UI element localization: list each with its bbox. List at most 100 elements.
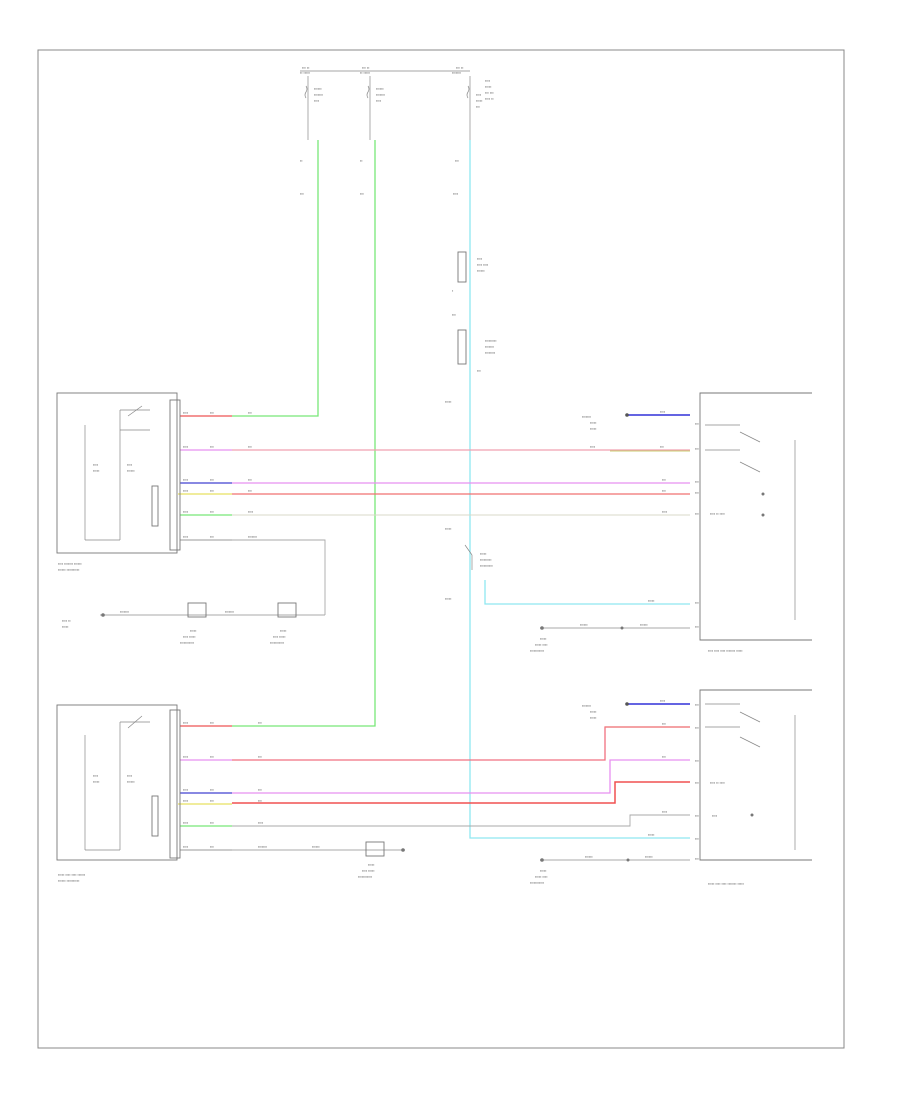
svg-text:▪▪▪▪▪: ▪▪▪▪▪: [445, 400, 451, 404]
svg-text:▪▪▪▪▪: ▪▪▪▪▪: [368, 863, 374, 867]
svg-text:▪▪▪: ▪▪▪: [210, 510, 214, 514]
svg-text:▪▪▪▪: ▪▪▪▪: [258, 821, 263, 825]
svg-text:▪▪▪: ▪▪▪: [695, 814, 699, 818]
svg-text:▪▪▪▪▪▪▪: ▪▪▪▪▪▪▪: [582, 704, 591, 708]
svg-text:▪▪▪▪: ▪▪▪▪: [127, 774, 132, 778]
left-module-pin-colors: [180, 415, 232, 541]
svg-text:▪▪▪: ▪▪▪: [248, 478, 252, 482]
svg-text:▪▪▪ ▪▪: ▪▪▪ ▪▪: [362, 66, 369, 70]
svg-text:▪▪▪▪▪: ▪▪▪▪▪: [190, 629, 196, 633]
svg-text:▪: ▪: [452, 289, 453, 293]
svg-text:▪▪: ▪▪: [360, 159, 363, 163]
svg-text:▪▪▪▪▪▪▪: ▪▪▪▪▪▪▪: [582, 415, 591, 419]
svg-text:▪▪▪: ▪▪▪: [210, 411, 214, 415]
svg-text:▪▪▪▪▪▪: ▪▪▪▪▪▪: [314, 87, 322, 91]
wire-cyan: [469, 140, 690, 839]
svg-text:▪▪▪: ▪▪▪: [662, 478, 666, 482]
svg-text:▪▪▪▪▪: ▪▪▪▪▪: [485, 85, 491, 89]
svg-text:▪▪▪▪ ▪▪▪▪▪: ▪▪▪▪ ▪▪▪▪▪: [273, 635, 285, 639]
svg-text:▪▪▪▪▪: ▪▪▪▪▪: [445, 527, 451, 531]
svg-text:▪▪▪▪▪: ▪▪▪▪▪: [590, 427, 596, 431]
svg-text:▪▪▪▪▪: ▪▪▪▪▪: [476, 99, 482, 103]
wire-cyan-left-switch: [484, 580, 690, 605]
svg-text:▪▪▪▪▪ ▪▪▪▪ ▪▪▪▪ ▪▪▪▪▪▪: ▪▪▪▪▪ ▪▪▪▪ ▪▪▪▪ ▪▪▪▪▪▪: [58, 873, 85, 877]
svg-text:▪▪▪▪: ▪▪▪▪: [376, 99, 381, 103]
wire-gray-left-ground: [232, 539, 326, 615]
svg-text:▪▪▪▪▪▪▪: ▪▪▪▪▪▪▪: [248, 535, 257, 539]
svg-text:▪▪▪▪: ▪▪▪▪: [183, 478, 188, 482]
svg-text:▪▪▪▪: ▪▪▪▪: [183, 799, 188, 803]
svg-text:▪▪▪▪▪▪: ▪▪▪▪▪▪: [477, 269, 485, 273]
svg-text:▪▪▪: ▪▪▪: [258, 788, 262, 792]
svg-text:▪▪▪▪: ▪▪▪▪: [183, 411, 188, 415]
wire-magenta-right: [232, 759, 690, 794]
svg-text:▪▪▪▪▪▪▪: ▪▪▪▪▪▪▪: [376, 93, 385, 97]
right-module-pin-colors: [180, 725, 232, 851]
wire-red-right: [232, 781, 690, 804]
svg-text:▪▪: ▪▪: [300, 159, 303, 163]
svg-text:▪▪▪▪▪: ▪▪▪▪▪: [445, 597, 451, 601]
svg-text:▪▪▪: ▪▪▪: [662, 489, 666, 493]
right-ground-chain: ▪▪▪▪▪▪ ▪▪▪▪▪ ▪▪▪▪ ▪▪▪▪▪ ▪▪▪▪▪▪▪▪▪▪▪: [232, 841, 405, 879]
svg-text:▪▪▪▪▪: ▪▪▪▪▪: [93, 780, 99, 784]
right-heater-module: ▪▪▪▪ ▪▪▪▪▪ ▪▪▪▪ ▪▪▪ ▪▪▪ ▪▪▪▪▪ ▪▪▪▪ ▪▪▪▪ ▪…: [56, 704, 267, 883]
svg-text:▪▪▪: ▪▪▪: [695, 703, 699, 707]
svg-text:▪▪▪▪: ▪▪▪▪: [183, 788, 188, 792]
svg-text:▪▪▪▪▪ ▪▪▪▪: ▪▪▪▪▪ ▪▪▪▪: [535, 643, 547, 647]
svg-text:▪▪ ▪▪▪▪▪: ▪▪ ▪▪▪▪▪: [360, 71, 370, 75]
svg-text:▪▪▪▪: ▪▪▪▪: [183, 445, 188, 449]
svg-text:▪▪▪: ▪▪▪: [210, 755, 214, 759]
junction-connector-middle: ▪▪▪▪ ▪▪▪▪ ▪▪▪▪ ▪▪▪▪▪▪ ▪ ▪▪▪ ▪▪▪▪▪▪▪▪▪ ▪▪…: [445, 251, 496, 404]
svg-text:▪▪▪: ▪▪▪: [695, 857, 699, 861]
svg-text:▪▪▪▪: ▪▪▪▪: [476, 93, 481, 97]
svg-text:▪▪▪▪▪▪: ▪▪▪▪▪▪: [585, 855, 593, 859]
svg-text:▪▪▪▪▪▪▪: ▪▪▪▪▪▪▪: [258, 845, 267, 849]
svg-text:▪▪▪▪▪▪▪▪▪▪▪: ▪▪▪▪▪▪▪▪▪▪▪: [180, 641, 194, 645]
svg-text:▪▪▪▪▪: ▪▪▪▪▪: [590, 716, 596, 720]
svg-text:▪▪▪ ▪▪: ▪▪▪ ▪▪: [302, 66, 309, 70]
svg-text:▪▪▪: ▪▪▪: [210, 445, 214, 449]
svg-text:▪▪▪: ▪▪▪: [300, 192, 304, 196]
seat-heater-switch-middle: ▪▪▪▪▪ ▪▪▪▪▪ ▪▪▪▪▪▪▪▪▪ ▪▪▪▪▪▪▪▪▪▪ ▪▪▪▪▪: [445, 527, 493, 601]
svg-text:▪▪▪▪▪▪: ▪▪▪▪▪▪: [127, 469, 135, 473]
left-ground-chain: ▪▪▪▪ ▪▪ ▪▪▪▪▪ ▪▪▪▪▪▪▪ ▪▪▪▪▪ ▪▪▪▪ ▪▪▪▪▪ ▪…: [62, 602, 325, 645]
svg-text:▪▪▪▪▪▪▪▪▪: ▪▪▪▪▪▪▪▪▪: [480, 558, 491, 562]
svg-text:▪▪▪▪▪▪▪: ▪▪▪▪▪▪▪: [314, 93, 323, 97]
svg-text:▪▪▪▪▪: ▪▪▪▪▪: [590, 710, 596, 714]
svg-text:▪▪▪▪▪: ▪▪▪▪▪: [540, 637, 546, 641]
svg-text:▪▪▪: ▪▪▪: [248, 489, 252, 493]
svg-text:▪▪▪▪▪▪: ▪▪▪▪▪▪: [312, 845, 320, 849]
svg-text:▪▪▪▪: ▪▪▪▪: [183, 821, 188, 825]
svg-text:▪▪▪▪▪: ▪▪▪▪▪: [590, 421, 596, 425]
svg-text:▪▪▪▪: ▪▪▪▪: [183, 510, 188, 514]
svg-text:▪▪▪▪▪: ▪▪▪▪▪: [280, 629, 286, 633]
svg-text:▪▪▪▪▪▪: ▪▪▪▪▪▪: [376, 87, 384, 91]
svg-text:▪▪▪▪ ▪▪▪▪▪: ▪▪▪▪ ▪▪▪▪▪: [362, 869, 374, 873]
svg-text:▪▪▪▪: ▪▪▪▪: [485, 79, 490, 83]
svg-text:▪▪▪▪▪▪▪: ▪▪▪▪▪▪▪: [452, 71, 461, 75]
svg-text:▪▪▪▪▪▪▪▪▪▪▪: ▪▪▪▪▪▪▪▪▪▪▪: [530, 881, 544, 885]
svg-text:▪▪▪▪: ▪▪▪▪: [183, 535, 188, 539]
svg-text:▪▪▪▪: ▪▪▪▪: [662, 510, 667, 514]
svg-text:▪▪▪▪▪▪▪: ▪▪▪▪▪▪▪: [120, 610, 129, 614]
svg-text:▪▪▪: ▪▪▪: [477, 369, 481, 373]
svg-text:▪▪▪: ▪▪▪: [210, 721, 214, 725]
svg-text:▪▪▪▪ ▪▪: ▪▪▪▪ ▪▪: [62, 619, 71, 623]
svg-text:▪▪▪: ▪▪▪: [455, 159, 459, 163]
svg-text:▪▪▪▪ ▪▪▪▪: ▪▪▪▪ ▪▪▪▪: [477, 263, 488, 267]
svg-text:▪▪▪: ▪▪▪: [210, 489, 214, 493]
svg-text:▪▪▪▪: ▪▪▪▪: [662, 810, 667, 814]
svg-text:▪▪▪▪▪ ▪▪▪▪: ▪▪▪▪▪ ▪▪▪▪: [535, 875, 547, 879]
svg-text:▪▪▪▪▪: ▪▪▪▪▪: [480, 552, 486, 556]
svg-text:▪▪▪▪▪▪ ▪▪▪▪▪▪▪▪▪▪: ▪▪▪▪▪▪ ▪▪▪▪▪▪▪▪▪▪: [58, 568, 79, 572]
svg-text:▪▪▪▪▪▪: ▪▪▪▪▪▪: [580, 623, 588, 627]
svg-text:▪▪▪: ▪▪▪: [360, 192, 364, 196]
svg-text:▪▪▪: ▪▪▪: [695, 726, 699, 730]
svg-text:▪▪▪: ▪▪▪: [695, 447, 699, 451]
svg-text:▪▪▪: ▪▪▪: [695, 491, 699, 495]
svg-text:▪▪▪▪▪: ▪▪▪▪▪: [540, 869, 546, 873]
svg-text:▪▪▪: ▪▪▪: [248, 445, 252, 449]
wire-gray-right: [232, 814, 690, 827]
right-seat-heater-switch: ▪▪▪ ▪▪▪ ▪▪▪ ▪▪▪ ▪▪▪ ▪▪▪ ▪▪▪ ▪▪▪▪ ▪▪ ▪▪▪▪…: [530, 689, 812, 886]
svg-text:▪▪▪▪▪▪▪▪▪: ▪▪▪▪▪▪▪▪▪: [485, 339, 496, 343]
